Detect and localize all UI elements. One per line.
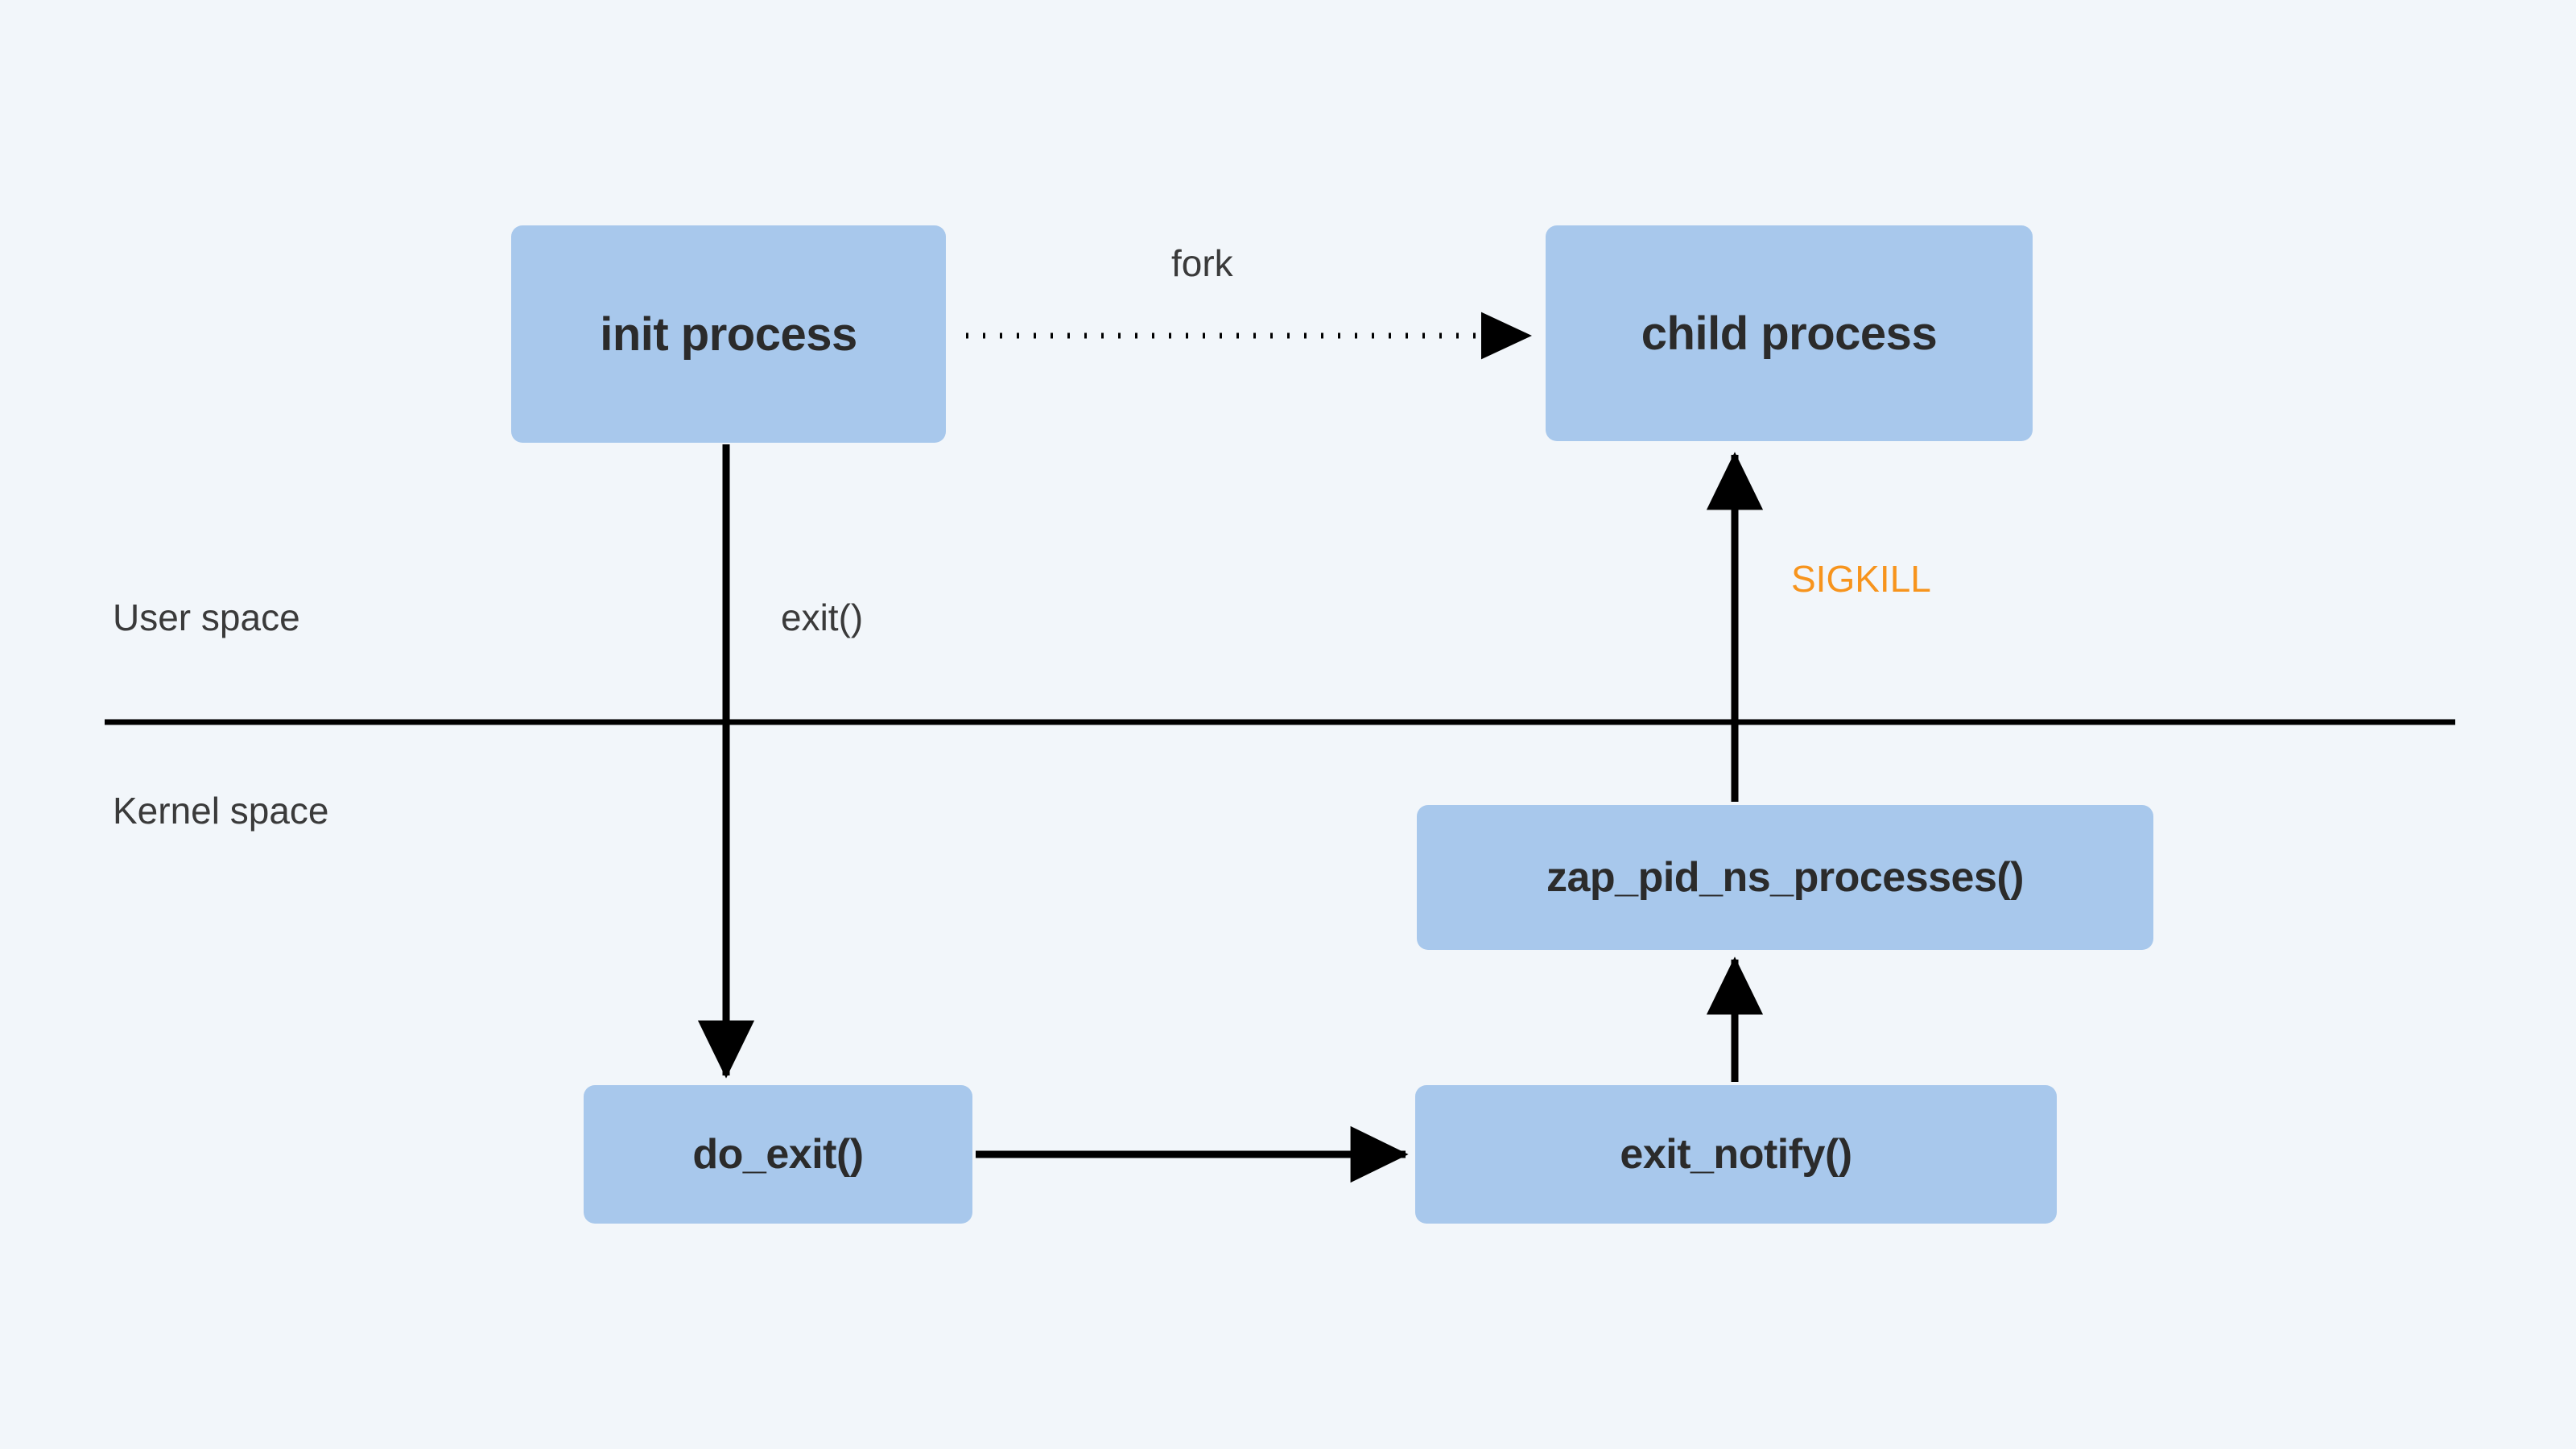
node-init-process[interactable]: init process bbox=[511, 225, 946, 443]
exit-edge-label: exit() bbox=[781, 597, 864, 638]
user-space-label: User space bbox=[113, 597, 300, 638]
kernel-space-label: Kernel space bbox=[113, 790, 329, 832]
node-exit-notify-label: exit_notify() bbox=[1620, 1131, 1852, 1178]
node-do-exit[interactable]: do_exit() bbox=[584, 1085, 972, 1224]
node-init-process-label: init process bbox=[600, 308, 857, 361]
node-child-process-label: child process bbox=[1641, 307, 1938, 360]
sigkill-edge-label: SIGKILL bbox=[1791, 558, 1931, 600]
node-zap-pid-ns-processes[interactable]: zap_pid_ns_processes() bbox=[1417, 805, 2153, 950]
node-child-process[interactable]: child process bbox=[1546, 225, 2033, 441]
node-zap-pid-ns-processes-label: zap_pid_ns_processes() bbox=[1546, 854, 2025, 901]
fork-edge-label: fork bbox=[1171, 242, 1233, 284]
node-exit-notify[interactable]: exit_notify() bbox=[1415, 1085, 2057, 1224]
node-do-exit-label: do_exit() bbox=[692, 1131, 864, 1178]
